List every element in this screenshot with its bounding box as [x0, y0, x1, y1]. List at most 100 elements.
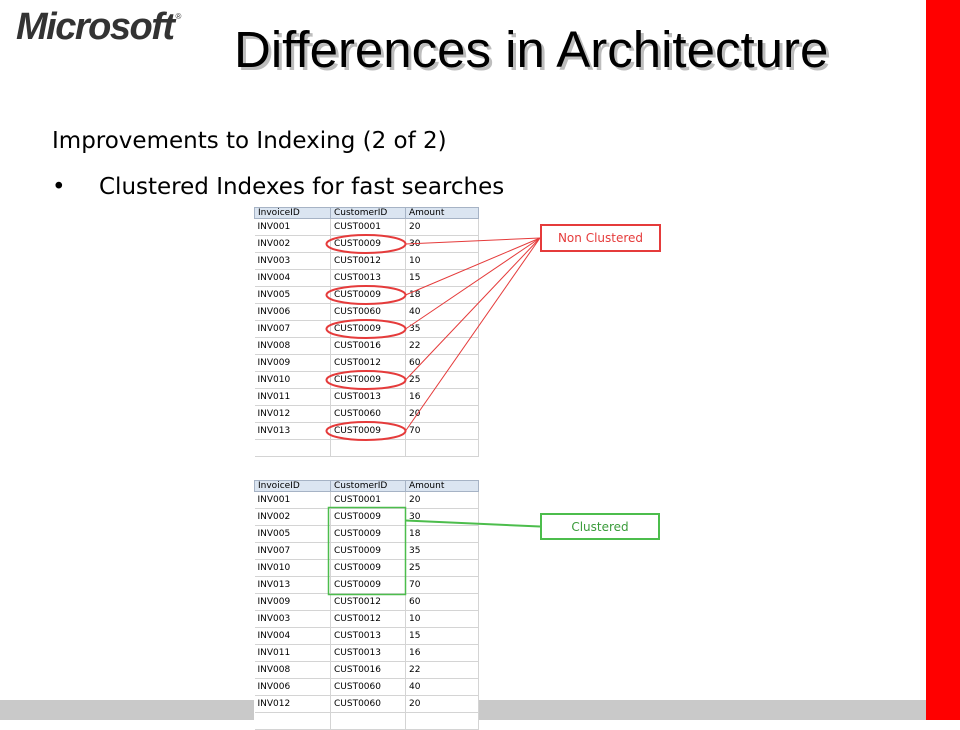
cell-customerid: CUST0009: [330, 559, 406, 577]
cell-invoiceid: INV007: [254, 542, 331, 560]
slide-subtitle: Improvements to Indexing (2 of 2): [52, 128, 447, 154]
cell-invoiceid: INV009: [254, 354, 331, 372]
cell-invoiceid: INV006: [254, 303, 331, 321]
cell-invoiceid: INV005: [254, 525, 331, 543]
empty-cell: [405, 439, 479, 457]
cell-customerid: CUST0009: [330, 542, 406, 560]
column-header-customerid: CustomerID: [330, 480, 406, 492]
slide-title: Differences in Architecture: [234, 21, 829, 78]
column-header-amount: Amount: [405, 480, 479, 492]
cell-amount: 40: [405, 678, 479, 696]
cell-amount: 16: [405, 644, 479, 662]
cell-invoiceid: INV006: [254, 678, 331, 696]
cell-amount: 22: [405, 661, 479, 679]
empty-cell: [254, 712, 331, 730]
table-header-row: InvoiceID CustomerID Amount: [254, 480, 479, 492]
cell-customerid: CUST0009: [330, 576, 406, 594]
cell-amount: 22: [405, 337, 479, 355]
cell-invoiceid: INV013: [254, 576, 331, 594]
cell-invoiceid: INV003: [254, 252, 331, 270]
cell-customerid: CUST0012: [330, 252, 406, 270]
cell-invoiceid: INV001: [254, 218, 331, 236]
cell-amount: 30: [405, 508, 479, 526]
cell-invoiceid: INV001: [254, 491, 331, 509]
cell-invoiceid: INV008: [254, 661, 331, 679]
cell-invoiceid: INV002: [254, 235, 331, 253]
bullet-item: •Clustered Indexes for fast searches: [52, 174, 504, 200]
cell-amount: 60: [405, 354, 479, 372]
cell-customerid: CUST0060: [330, 405, 406, 423]
cell-amount: 70: [405, 422, 479, 440]
cell-customerid: CUST0013: [330, 388, 406, 406]
cell-customerid: CUST0016: [330, 337, 406, 355]
cell-invoiceid: INV011: [254, 388, 331, 406]
cell-invoiceid: INV011: [254, 644, 331, 662]
cell-amount: 15: [405, 269, 479, 287]
cell-customerid: CUST0001: [330, 491, 406, 509]
cell-invoiceid: INV009: [254, 593, 331, 611]
cell-amount: 70: [405, 576, 479, 594]
cell-customerid: CUST0009: [330, 235, 406, 253]
cell-amount: 20: [405, 405, 479, 423]
column-header-invoiceid: InvoiceID: [254, 480, 331, 492]
bullet-icon: •: [52, 174, 66, 200]
cell-customerid: CUST0060: [330, 695, 406, 713]
cell-customerid: CUST0009: [330, 320, 406, 338]
cell-invoiceid: INV002: [254, 508, 331, 526]
cell-amount: 35: [405, 542, 479, 560]
cell-customerid: CUST0013: [330, 644, 406, 662]
cell-customerid: CUST0012: [330, 354, 406, 372]
registered-mark: ®: [175, 12, 182, 21]
cell-customerid: CUST0012: [330, 593, 406, 611]
cell-customerid: CUST0012: [330, 610, 406, 628]
cell-amount: 20: [405, 695, 479, 713]
empty-cell: [405, 712, 479, 730]
clustered-label: Clustered: [540, 513, 660, 540]
cell-amount: 40: [405, 303, 479, 321]
cell-amount: 20: [405, 491, 479, 509]
cell-amount: 30: [405, 235, 479, 253]
table-header-row: InvoiceID CustomerID Amount: [254, 207, 479, 219]
cell-customerid: CUST0001: [330, 218, 406, 236]
empty-cell: [330, 439, 406, 457]
cell-customerid: CUST0009: [330, 371, 406, 389]
cell-amount: 25: [405, 371, 479, 389]
cell-invoiceid: INV005: [254, 286, 331, 304]
cell-amount: 25: [405, 559, 479, 577]
cell-invoiceid: INV008: [254, 337, 331, 355]
cell-customerid: CUST0009: [330, 508, 406, 526]
cell-invoiceid: INV004: [254, 627, 331, 645]
cell-invoiceid: INV013: [254, 422, 331, 440]
cell-invoiceid: INV007: [254, 320, 331, 338]
empty-row: [254, 712, 479, 730]
column-header-invoiceid: InvoiceID: [254, 207, 331, 219]
cell-amount: 10: [405, 610, 479, 628]
cell-amount: 35: [405, 320, 479, 338]
